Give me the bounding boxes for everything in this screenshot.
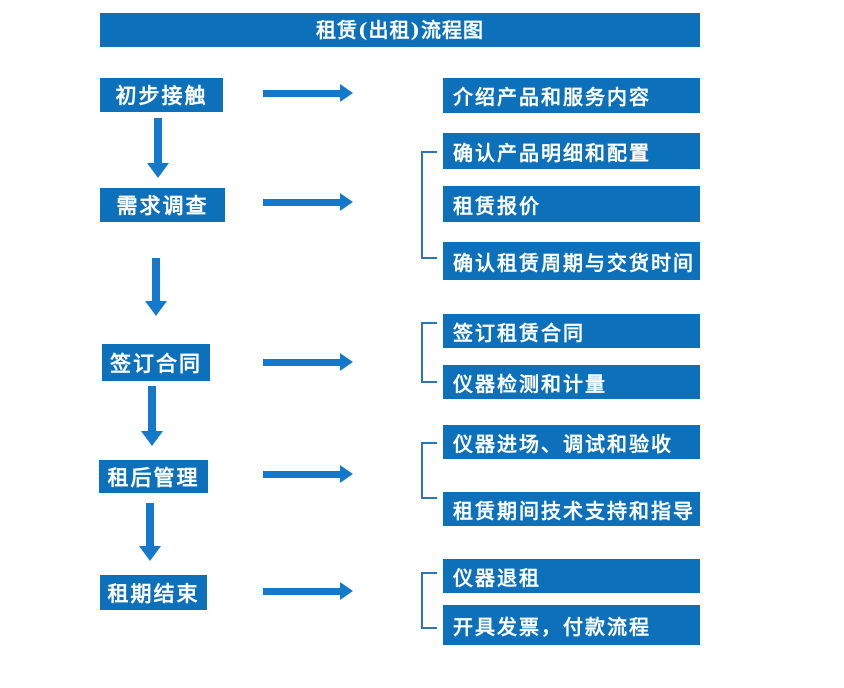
right-arrow-icon <box>263 352 353 372</box>
down-arrow-icon <box>145 258 167 316</box>
bracket-icon <box>421 442 437 499</box>
arrow-head <box>340 353 353 371</box>
detail-box-rental-quote: 租赁报价 <box>443 186 700 222</box>
arrow-head <box>147 163 169 178</box>
arrow-shaft <box>263 199 341 206</box>
detail-box-sign-rental-contract: 签订租赁合同 <box>443 314 700 348</box>
stage-box-post-rental-management: 租后管理 <box>99 460 208 493</box>
arrow-shaft <box>263 359 341 366</box>
arrow-shaft <box>263 471 341 478</box>
detail-box-confirm-rental-period-delivery: 确认租赁周期与交货时间 <box>443 242 700 280</box>
down-arrow-icon <box>141 386 163 446</box>
stage-box-demand-survey: 需求调查 <box>100 188 225 222</box>
flowchart-title-bar: 租赁(出租)流程图 <box>100 13 700 47</box>
arrow-head <box>145 301 167 316</box>
arrow-head <box>340 193 353 211</box>
bracket-icon <box>421 151 437 259</box>
arrow-head <box>340 465 353 483</box>
detail-box-instrument-return: 仪器退租 <box>443 559 700 593</box>
right-arrow-icon <box>263 192 353 212</box>
detail-box-invoice-payment-process: 开具发票，付款流程 <box>443 605 700 645</box>
arrow-shaft <box>148 386 156 432</box>
bracket-icon <box>421 322 437 383</box>
detail-box-confirm-product-details: 确认产品明细和配置 <box>443 133 700 169</box>
arrow-head <box>340 582 353 600</box>
arrow-head <box>139 546 161 561</box>
arrow-head <box>141 431 163 446</box>
arrow-shaft <box>263 90 341 97</box>
right-arrow-icon <box>263 464 353 484</box>
arrow-shaft <box>146 503 154 547</box>
arrow-shaft <box>263 588 341 595</box>
right-arrow-icon <box>263 83 353 103</box>
detail-box-introduce-products-services: 介绍产品和服务内容 <box>443 78 700 113</box>
down-arrow-icon <box>147 118 169 178</box>
detail-box-instrument-setup-acceptance: 仪器进场、调试和验收 <box>443 425 700 459</box>
arrow-head <box>340 84 353 102</box>
right-arrow-icon <box>263 581 353 601</box>
bracket-icon <box>421 572 437 629</box>
detail-box-rental-tech-support: 租赁期间技术支持和指导 <box>443 492 700 526</box>
arrow-shaft <box>154 118 162 164</box>
stage-box-rental-period-end: 租期结束 <box>100 575 207 610</box>
down-arrow-icon <box>139 503 161 561</box>
stage-box-contract-signing: 签订合同 <box>102 344 210 381</box>
detail-box-instrument-testing-metering: 仪器检测和计量 <box>443 365 700 399</box>
flowchart-title: 租赁(出租)流程图 <box>316 18 484 42</box>
stage-box-initial-contact: 初步接触 <box>100 78 223 112</box>
arrow-shaft <box>152 258 160 302</box>
